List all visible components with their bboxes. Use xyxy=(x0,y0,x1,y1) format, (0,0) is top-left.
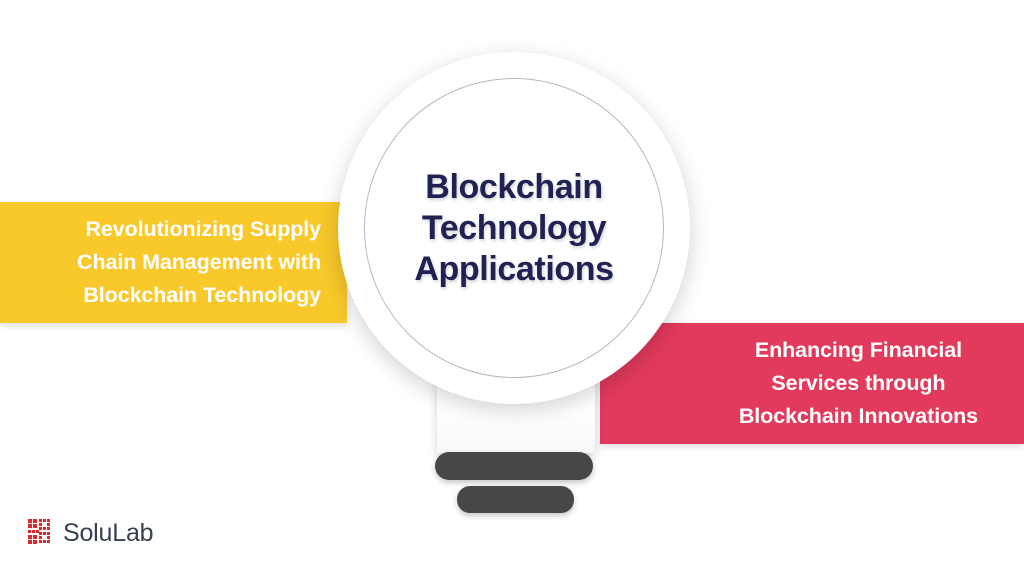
lightbulb-base-bar-lower xyxy=(457,486,574,513)
brand-wordmark: SoluLab xyxy=(63,519,154,547)
brand-logo: SoluLab xyxy=(28,519,154,547)
banner-financial-services: Enhancing Financial Services through Blo… xyxy=(600,323,1024,444)
page-title: Blockchain Technology Applications xyxy=(414,167,614,288)
banner-supply-chain-text: Revolutionizing Supply Chain Management … xyxy=(77,217,321,307)
solulab-qr-mark-icon xyxy=(28,519,50,544)
banner-financial-services-text: Enhancing Financial Services through Blo… xyxy=(738,338,978,428)
lightbulb-neck xyxy=(437,360,595,453)
banner-supply-chain: Revolutionizing Supply Chain Management … xyxy=(0,202,347,323)
lightbulb-base-bar-upper xyxy=(435,452,593,480)
